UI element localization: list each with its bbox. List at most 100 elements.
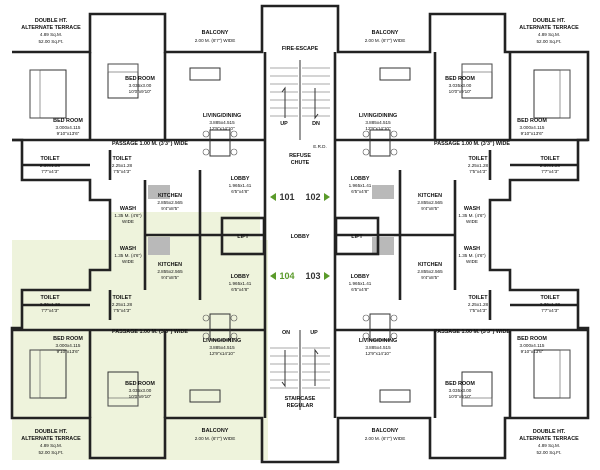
bed-small-dim-tl: 3.035x3.00 bbox=[129, 83, 152, 88]
toilet2-dim-bl: 2.25x1.28 bbox=[112, 302, 133, 307]
wash-tl: WASH bbox=[120, 206, 136, 212]
wash-dim-bl: 1.35 M. (4'6") bbox=[114, 253, 142, 258]
living-dim-tl: 3.885x4.515 bbox=[209, 120, 235, 125]
lift-label-right: LIFT bbox=[351, 234, 363, 240]
bed-big-ft-bl: 9'10"x13'6" bbox=[57, 349, 80, 354]
lobby-dim-tl: 1.965x1.41 bbox=[229, 183, 252, 188]
bed-small-dim-tr: 3.035x3.00 bbox=[449, 83, 472, 88]
toilet2-dim-tr: 2.25x1.28 bbox=[468, 163, 489, 168]
terrace-title-bl: DOUBLE HT. bbox=[35, 429, 68, 435]
lobby-ft-tl: 6'5"x4'8" bbox=[231, 189, 249, 194]
lobby-ft-bl: 6'5"x4'8" bbox=[231, 287, 249, 292]
unit-103: 103 bbox=[305, 271, 320, 281]
kitchen-tr: KITCHEN bbox=[418, 193, 442, 199]
lobby-tr: LOBBY bbox=[351, 176, 370, 182]
toilet1-ft-tr: 7'7"x4'3" bbox=[541, 169, 559, 174]
kitchen-floor-101 bbox=[148, 185, 170, 199]
wash-wide-bl: WIDE bbox=[122, 259, 134, 264]
bed-big-dim-tr: 3.000x4.115 bbox=[520, 125, 545, 130]
toilet2-ft-br: 7'5"x4'3" bbox=[469, 308, 487, 313]
living-bl: LIVING/DINING bbox=[203, 338, 241, 344]
living-dim-bl: 3.885x4.515 bbox=[209, 345, 235, 350]
lobby-ft-tr: 6'5"x4'8" bbox=[351, 189, 369, 194]
bed-big-ft-br: 9'10"x13'6" bbox=[521, 349, 544, 354]
kitchen-bl: KITCHEN bbox=[158, 262, 182, 268]
toilet1-dim-br: 2.30x1.28 bbox=[540, 302, 561, 307]
room-labels: DOUBLE HT. ALTERNATE TERRACE 4.89 Sq.M. … bbox=[21, 18, 579, 455]
terrace-title2-br: ALTERNATE TERRACE bbox=[519, 436, 579, 442]
bed-small-ft-br: 10'0"x9'10" bbox=[449, 394, 472, 399]
lobby-br: LOBBY bbox=[351, 274, 370, 280]
living-tl: LIVING/DINING bbox=[203, 113, 241, 119]
living-ft-br: 12'9"x14'10" bbox=[365, 351, 391, 356]
arrow-102 bbox=[324, 193, 330, 201]
bed-big-ft-tr: 9'10"x13'6" bbox=[521, 131, 544, 136]
terrace-area2-tl: 52.00 Sq.Ft. bbox=[38, 39, 63, 44]
lobby-dim-tr: 1.965x1.41 bbox=[349, 183, 372, 188]
passage-br: PASSAGE 1.00 M. (3'3") WIDE bbox=[434, 329, 510, 335]
bed-small-dim-br: 3.035x3.00 bbox=[449, 388, 472, 393]
unit-numbers: 101 102 104 103 bbox=[270, 192, 330, 281]
terrace-area2-tr: 52.00 Sq.Ft. bbox=[536, 39, 561, 44]
bed-big-ft-tl: 9'10"x13'6" bbox=[57, 131, 80, 136]
terrace-title-br: DOUBLE HT. bbox=[533, 429, 566, 435]
kitchen-floor-104 bbox=[148, 237, 170, 255]
living-ft-tr: 12'9"x14'10" bbox=[365, 126, 391, 131]
bed-big-br: BED ROOM bbox=[517, 336, 547, 342]
kitchen-dim-br: 2.855x2.565 bbox=[417, 269, 443, 274]
walls bbox=[10, 4, 590, 464]
furniture bbox=[29, 63, 571, 407]
balcony-bl: BALCONY bbox=[202, 428, 229, 434]
bed-big-dim-bl: 3.000x4.115 bbox=[56, 343, 81, 348]
fire-escape-label: FIRE-ESCAPE bbox=[282, 46, 319, 52]
kitchen-br: KITCHEN bbox=[418, 262, 442, 268]
living-ft-bl: 12'9"x14'10" bbox=[209, 351, 235, 356]
terrace-area2-bl: 52.00 Sq.Ft. bbox=[38, 450, 63, 455]
kitchen-dim-bl: 2.855x2.565 bbox=[157, 269, 183, 274]
erd-label: E.R.D. bbox=[313, 144, 327, 149]
toilet1-dim-tr: 2.30x1.28 bbox=[540, 163, 561, 168]
terrace-title-tr: DOUBLE HT. bbox=[533, 18, 566, 24]
arrow-103 bbox=[324, 272, 330, 280]
balcony-dim-tl: 2.00 M. (6'7") WIDE bbox=[195, 38, 236, 43]
wash-wide-tl: WIDE bbox=[122, 219, 134, 224]
up-label-top: UP bbox=[280, 121, 288, 127]
toilet2-ft-bl: 7'5"x4'3" bbox=[113, 308, 131, 313]
regular-label: REGULAR bbox=[287, 403, 314, 409]
toilet1-ft-tl: 7'7"x4'3" bbox=[41, 169, 59, 174]
lobby-ft-br: 6'5"x4'8" bbox=[351, 287, 369, 292]
up-label-bottom: UP bbox=[310, 330, 318, 336]
balcony-br: BALCONY bbox=[372, 428, 399, 434]
core-labels: FIRE-ESCAPE UP DN REFUSE CHUTE E.R.D. LI… bbox=[237, 46, 363, 409]
terrace-area1-br: 4.89 Sq.M. bbox=[538, 443, 560, 448]
kitchen-floor-103 bbox=[372, 237, 394, 255]
toilet1-ft-bl: 7'7"x4'3" bbox=[41, 308, 59, 313]
bed-small-tl: BED ROOM bbox=[125, 76, 155, 82]
terrace-title-tl: DOUBLE HT. bbox=[35, 18, 68, 24]
fire-escape-stairs bbox=[270, 60, 330, 140]
wash-wide-tr: WIDE bbox=[466, 219, 478, 224]
wash-bl: WASH bbox=[120, 246, 136, 252]
staircase-label: STAIRCASE bbox=[285, 396, 316, 402]
bed-small-dim-bl: 3.035x3.00 bbox=[129, 388, 152, 393]
arrow-104 bbox=[270, 272, 276, 280]
bed-big-tr: BED ROOM bbox=[517, 118, 547, 124]
lobby-bl: LOBBY bbox=[231, 274, 250, 280]
terrace-title2-tr: ALTERNATE TERRACE bbox=[519, 25, 579, 31]
wash-wide-br: WIDE bbox=[466, 259, 478, 264]
wash-dim-br: 1.35 M. (4'6") bbox=[458, 253, 486, 258]
toilet1-bl: TOILET bbox=[40, 295, 60, 301]
kitchen-dim-tr: 2.855x2.565 bbox=[417, 200, 443, 205]
passage-tl: PASSAGE 1.00 M. (3'3") WIDE bbox=[112, 141, 188, 147]
bed-big-dim-tl: 3.000x4.115 bbox=[56, 125, 81, 130]
toilet2-dim-br: 2.25x1.28 bbox=[468, 302, 489, 307]
kitchen-floor-102 bbox=[372, 185, 394, 199]
bed-small-ft-tl: 10'0"x9'10" bbox=[129, 89, 152, 94]
wash-tr: WASH bbox=[464, 206, 480, 212]
unit-102: 102 bbox=[305, 192, 320, 202]
toilet1-br: TOILET bbox=[540, 295, 560, 301]
toilet1-dim-tl: 2.30x1.28 bbox=[40, 163, 61, 168]
passage-tr: PASSAGE 1.00 M. (3'3") WIDE bbox=[434, 141, 510, 147]
toilet2-bl: TOILET bbox=[112, 295, 132, 301]
